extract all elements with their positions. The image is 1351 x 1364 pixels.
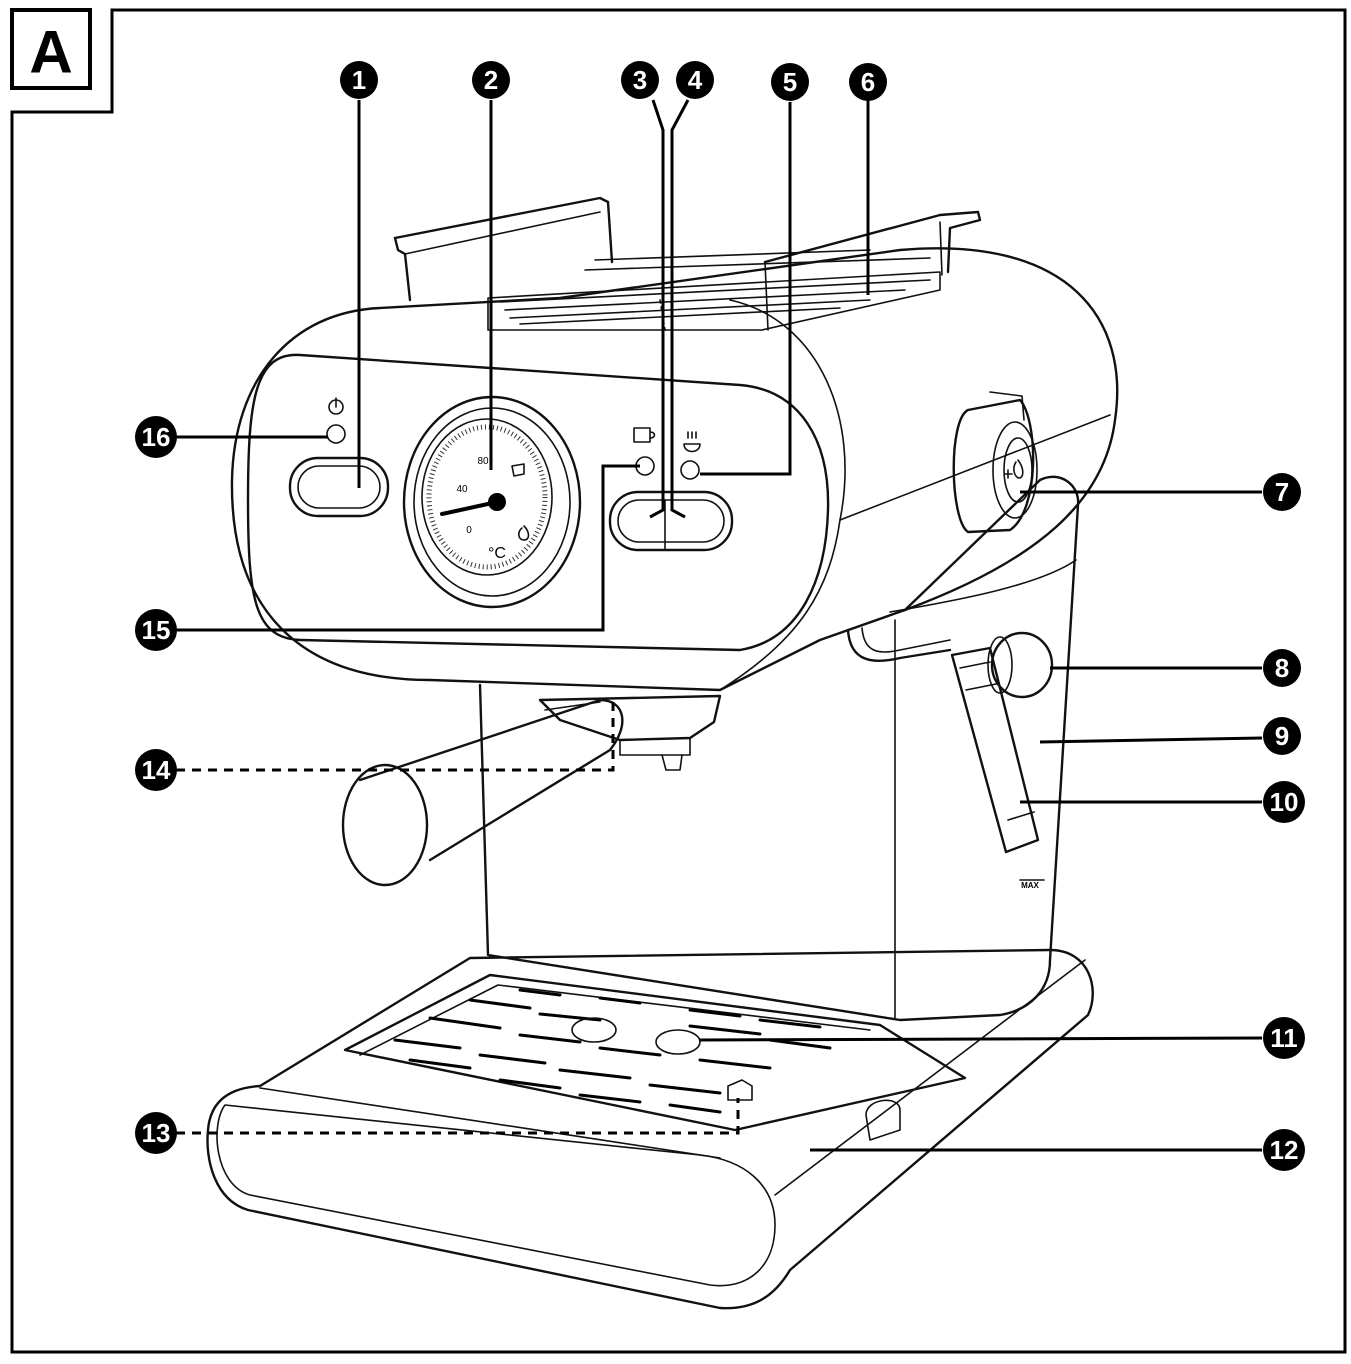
max-marking: MAX	[1021, 881, 1039, 890]
svg-text:6: 6	[861, 67, 875, 97]
steam-release-knob	[987, 631, 1054, 699]
gauge-needle	[440, 500, 499, 516]
gauge-scale-0: 0	[466, 525, 472, 536]
lower-body	[478, 475, 1080, 1022]
gauge-scale-80: 80	[477, 456, 489, 467]
power-button	[288, 456, 390, 518]
callout-12: 12	[1263, 1129, 1305, 1171]
top-grille	[487, 249, 941, 331]
callout-8: 8	[1263, 649, 1301, 687]
svg-text:12: 12	[1270, 1135, 1299, 1165]
svg-text:7: 7	[1275, 477, 1289, 507]
svg-text:2: 2	[484, 65, 498, 95]
gauge-cup-icon	[511, 463, 525, 477]
gauge-steam-icon	[518, 525, 530, 541]
callout-4: 4	[676, 61, 714, 99]
svg-text:14: 14	[142, 755, 171, 785]
espresso-cup-icon	[633, 427, 656, 443]
svg-text:8: 8	[1275, 653, 1289, 683]
svg-text:10: 10	[1270, 787, 1299, 817]
steam-wand	[846, 627, 1040, 854]
thermometer-gauge: 0 40 80 °C	[402, 395, 582, 609]
svg-text:9: 9	[1275, 721, 1289, 751]
machine: 0 40 80 °C	[206, 196, 1119, 1310]
callout-11: 11	[1263, 1017, 1305, 1059]
svg-text:3: 3	[633, 65, 647, 95]
knob-steam-icon	[1013, 459, 1024, 479]
leader-lines	[176, 99, 1263, 1152]
drip-grid	[343, 973, 967, 1132]
portafilter	[341, 694, 722, 887]
svg-text:16: 16	[142, 422, 171, 452]
svg-text:1: 1	[352, 65, 366, 95]
svg-text:13: 13	[142, 1118, 171, 1148]
callout-5: 5	[771, 63, 809, 101]
callout-7: 7	[1263, 473, 1301, 511]
callout-10: 10	[1263, 781, 1305, 823]
callout-15: 15	[135, 609, 177, 651]
figure-frame	[10, 8, 1347, 1354]
panel-label: A	[29, 19, 72, 86]
callout-2: 2	[472, 61, 510, 99]
callout-14: 14	[135, 749, 177, 791]
cup-warmer-rail	[393, 196, 982, 331]
drip-tray	[206, 948, 1094, 1310]
panel-label-box	[10, 8, 92, 90]
svg-text:11: 11	[1270, 1023, 1298, 1053]
control-panel	[246, 353, 830, 652]
callout-1: 1	[340, 61, 378, 99]
callouts: 1 2 3 4 5 6 7 8 9 10 11 12 13 14 15 16	[135, 61, 1305, 1171]
gauge-scale-40: 40	[456, 484, 468, 495]
svg-text:5: 5	[783, 67, 797, 97]
svg-text:15: 15	[142, 615, 171, 645]
callout-9: 9	[1263, 717, 1301, 755]
steam-indicator-light	[680, 460, 700, 480]
steam-icon	[683, 431, 701, 453]
steam-knob	[952, 391, 1038, 534]
callout-3: 3	[621, 61, 659, 99]
callout-13: 13	[135, 1112, 177, 1154]
callout-6: 6	[849, 63, 887, 101]
water-level-float	[727, 1079, 753, 1101]
power-icon	[328, 397, 344, 415]
upper-body	[230, 247, 1119, 692]
svg-text:4: 4	[688, 65, 703, 95]
power-indicator-light	[326, 424, 346, 444]
gauge-unit: °C	[488, 545, 506, 562]
callout-16: 16	[135, 416, 177, 458]
